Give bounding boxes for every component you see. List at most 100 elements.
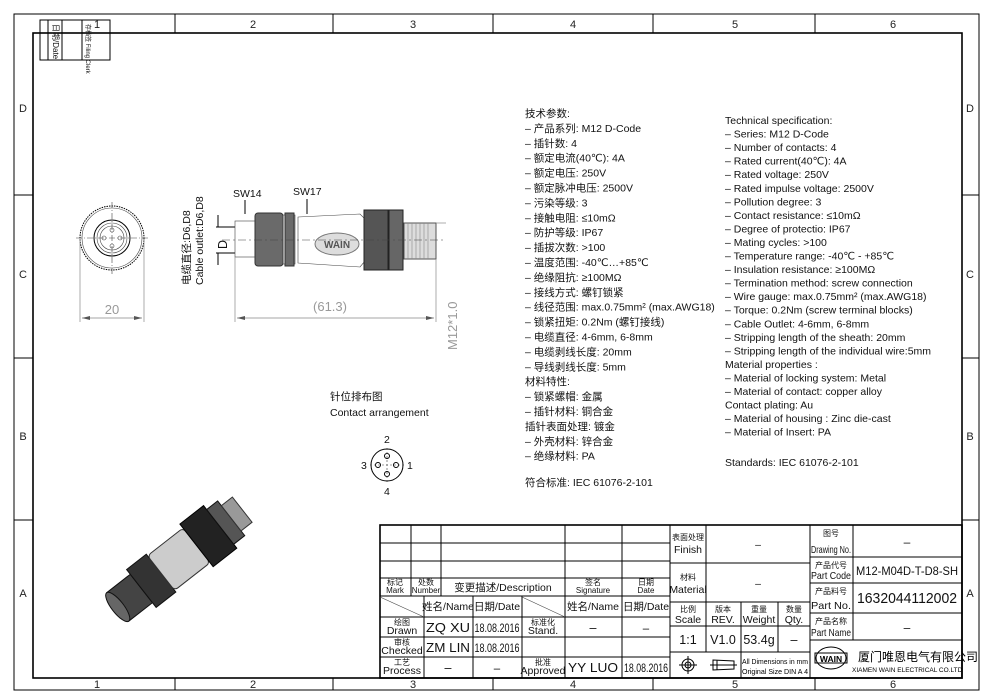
spec-en-line: – Contact resistance: ≤10mΩ	[725, 210, 861, 222]
qty-label: Qty.	[785, 614, 803, 626]
number-label: Number	[412, 586, 441, 595]
part_code-label-cn: 产品代号	[815, 560, 847, 570]
part_no-label-cn: 产品料号	[815, 586, 847, 596]
contact-arrangement-title-cn: 针位排布图	[330, 390, 383, 403]
spec-cn-line: – 导线剥线长度: 5mm	[525, 360, 626, 373]
rev-label: REV.	[711, 614, 735, 626]
outer-frame	[13, 13, 980, 691]
filing-clerk-label: 存档签 Filing Clerk	[84, 24, 92, 75]
spec-cn-line: 插针表面处理: 镀金	[525, 420, 615, 433]
drawn-label-cn: 绘图	[394, 617, 410, 627]
spec-cn-line: – 防护等级: IP67	[525, 226, 603, 239]
drawing_no-value: –	[904, 535, 911, 549]
material-label-cn: 材料	[680, 572, 696, 582]
spec-cn-line: – 额定电压: 250V	[525, 167, 606, 180]
spec-cn-line: – 温度范围: -40℃…+85℃	[525, 256, 649, 269]
finish-value: –	[755, 539, 761, 551]
checked-name: ZM LIN	[426, 641, 470, 655]
part_no-label: Part No.	[811, 600, 851, 612]
drawn-date: 18.08.2016	[475, 623, 520, 635]
spec-en-line: Material properties :	[725, 359, 818, 371]
sw14-label: SW14	[233, 188, 262, 200]
name-header: 姓名/Name	[422, 600, 474, 613]
signature-label: Signature	[576, 586, 611, 595]
approved-date: 18.08.2016	[624, 663, 668, 675]
connector-illustration	[105, 496, 253, 623]
spec-list-chinese: 技术参数:– 产品系列: M12 D-Code– 插针数: 4– 额定电流(40…	[525, 107, 715, 463]
spec-en-line: Technical specification:	[725, 115, 832, 127]
date-header-2: 日期/Date	[623, 601, 669, 613]
spec-en-line: – Material of contact: copper alloy	[725, 386, 883, 398]
logo-text: WAIN	[820, 654, 842, 664]
process-name: –	[445, 661, 452, 675]
spec-cn-line: – 额定脉冲电压: 2500V	[525, 182, 633, 195]
spec-cn-line: – 外壳材料: 锌合金	[525, 435, 614, 448]
checked-label: Checked	[381, 645, 423, 657]
spec-en-line: – Pollution degree: 3	[725, 196, 821, 208]
drawn-label: Drawn	[387, 625, 418, 637]
spec-cn-line: – 电缆直径: 4-6mm, 6-8mm	[525, 331, 653, 344]
spec-standard-en: Standards: IEC 61076-2-101	[725, 457, 859, 469]
zone-left-C: C	[19, 269, 27, 281]
finish-label: Finish	[674, 544, 702, 556]
rev-value: V1.0	[710, 633, 736, 647]
spec-en-line: – Material of housing : Zinc die-cast	[725, 413, 891, 425]
finish-label-cn: 表面处理	[672, 532, 704, 542]
dimensions-note: All Dimensions in mm	[742, 657, 808, 666]
diameter-label: D	[216, 240, 230, 249]
projection-symbol-icon	[679, 656, 697, 674]
approved-name: YY LUO	[568, 661, 618, 675]
weight-label-cn: 重量	[751, 604, 767, 614]
spec-list-english: Technical specification: – Series: M12 D-…	[725, 115, 931, 439]
sw17-label: SW17	[293, 186, 322, 198]
spec-cn-line: – 线径范围: max.0.75mm² (max.AWG18)	[525, 301, 715, 314]
zone-top-1: 1	[94, 19, 100, 31]
thread-dimension: M12*1.0	[445, 302, 460, 350]
spec-en-line: – Mating cycles: >100	[725, 237, 827, 249]
spec-en-line: – Rated voltage: 250V	[725, 169, 829, 181]
spec-cn-line: 技术参数:	[525, 107, 570, 120]
spec-cn-line: – 污染等级: 3	[525, 196, 588, 209]
spec-en-line: – Insulation resistance: ≥100MΩ	[725, 264, 875, 276]
spec-en-line: – Series: M12 D-Code	[725, 129, 829, 141]
title-block: 标记 Mark 处数 Number 变更描述/Description 签名 Si…	[379, 524, 978, 679]
spec-cn-line: – 锁紧扭矩: 0.2Nm (螺钉接线)	[525, 316, 664, 329]
spec-en-line: – Rated current(40℃): 4A	[725, 156, 847, 168]
process-label: Process	[383, 665, 421, 677]
spec-cn-line: – 电缆剥线长度: 20mm	[525, 345, 632, 358]
part_code-label: Part Code	[811, 570, 851, 582]
zone-bottom-2: 2	[250, 679, 256, 691]
zone-bottom-6: 6	[890, 679, 896, 691]
spec-en-line: – Termination method: screw connection	[725, 278, 913, 290]
spec-cn-line: – 额定电流(40℃): 4A	[525, 152, 625, 165]
zone-top-4: 4	[570, 19, 576, 31]
spec-en-line: – Rated impulse voltage: 2500V	[725, 183, 874, 195]
spec-cn-line: – 锁紧螺帽: 金属	[525, 390, 603, 403]
zone-top-2: 2	[250, 19, 256, 31]
contact-arrangement-title-en: Contact arrangement	[330, 407, 429, 419]
part_name-label-cn: 产品名称	[815, 616, 847, 626]
stand-name: –	[590, 621, 597, 635]
spec-standard-cn: 符合标准: IEC 61076-2-101	[525, 476, 653, 489]
spec-en-line: – Stripping length of the individual wir…	[725, 345, 931, 357]
stand-label-cn: 标准化	[531, 617, 555, 627]
spec-en-line: – Material of Insert: PA	[725, 427, 831, 439]
scale-value: 1:1	[679, 633, 696, 647]
company-name-cn: 厦门唯恩电气有限公司	[858, 649, 978, 664]
zone-right-B: B	[966, 431, 973, 443]
qty-value: –	[791, 633, 798, 647]
date-header: 日期/Date	[474, 601, 520, 613]
number-label-cn: 处数	[418, 577, 434, 587]
zone-right-C: C	[966, 269, 974, 281]
company-name-en: XIAMEN WAIN ELECTRICAL CO.LTD	[852, 667, 963, 674]
part_name-value: –	[904, 621, 911, 635]
name-header-2: 姓名/Name	[567, 600, 619, 613]
side-view: 电缆直径:D6,D8 Cable outlet:D6,D8 D SW14 SW1…	[180, 186, 460, 350]
contact-arrangement: 针位排布图 Contact arrangement 1 2 3 4	[330, 390, 429, 498]
date-label: 日期/Date	[51, 24, 60, 60]
part_no-value: 1632044112002	[857, 590, 957, 607]
spec-en-line: – Material of locking system: Metal	[725, 372, 886, 384]
weight-value: 53.4g	[743, 633, 774, 647]
